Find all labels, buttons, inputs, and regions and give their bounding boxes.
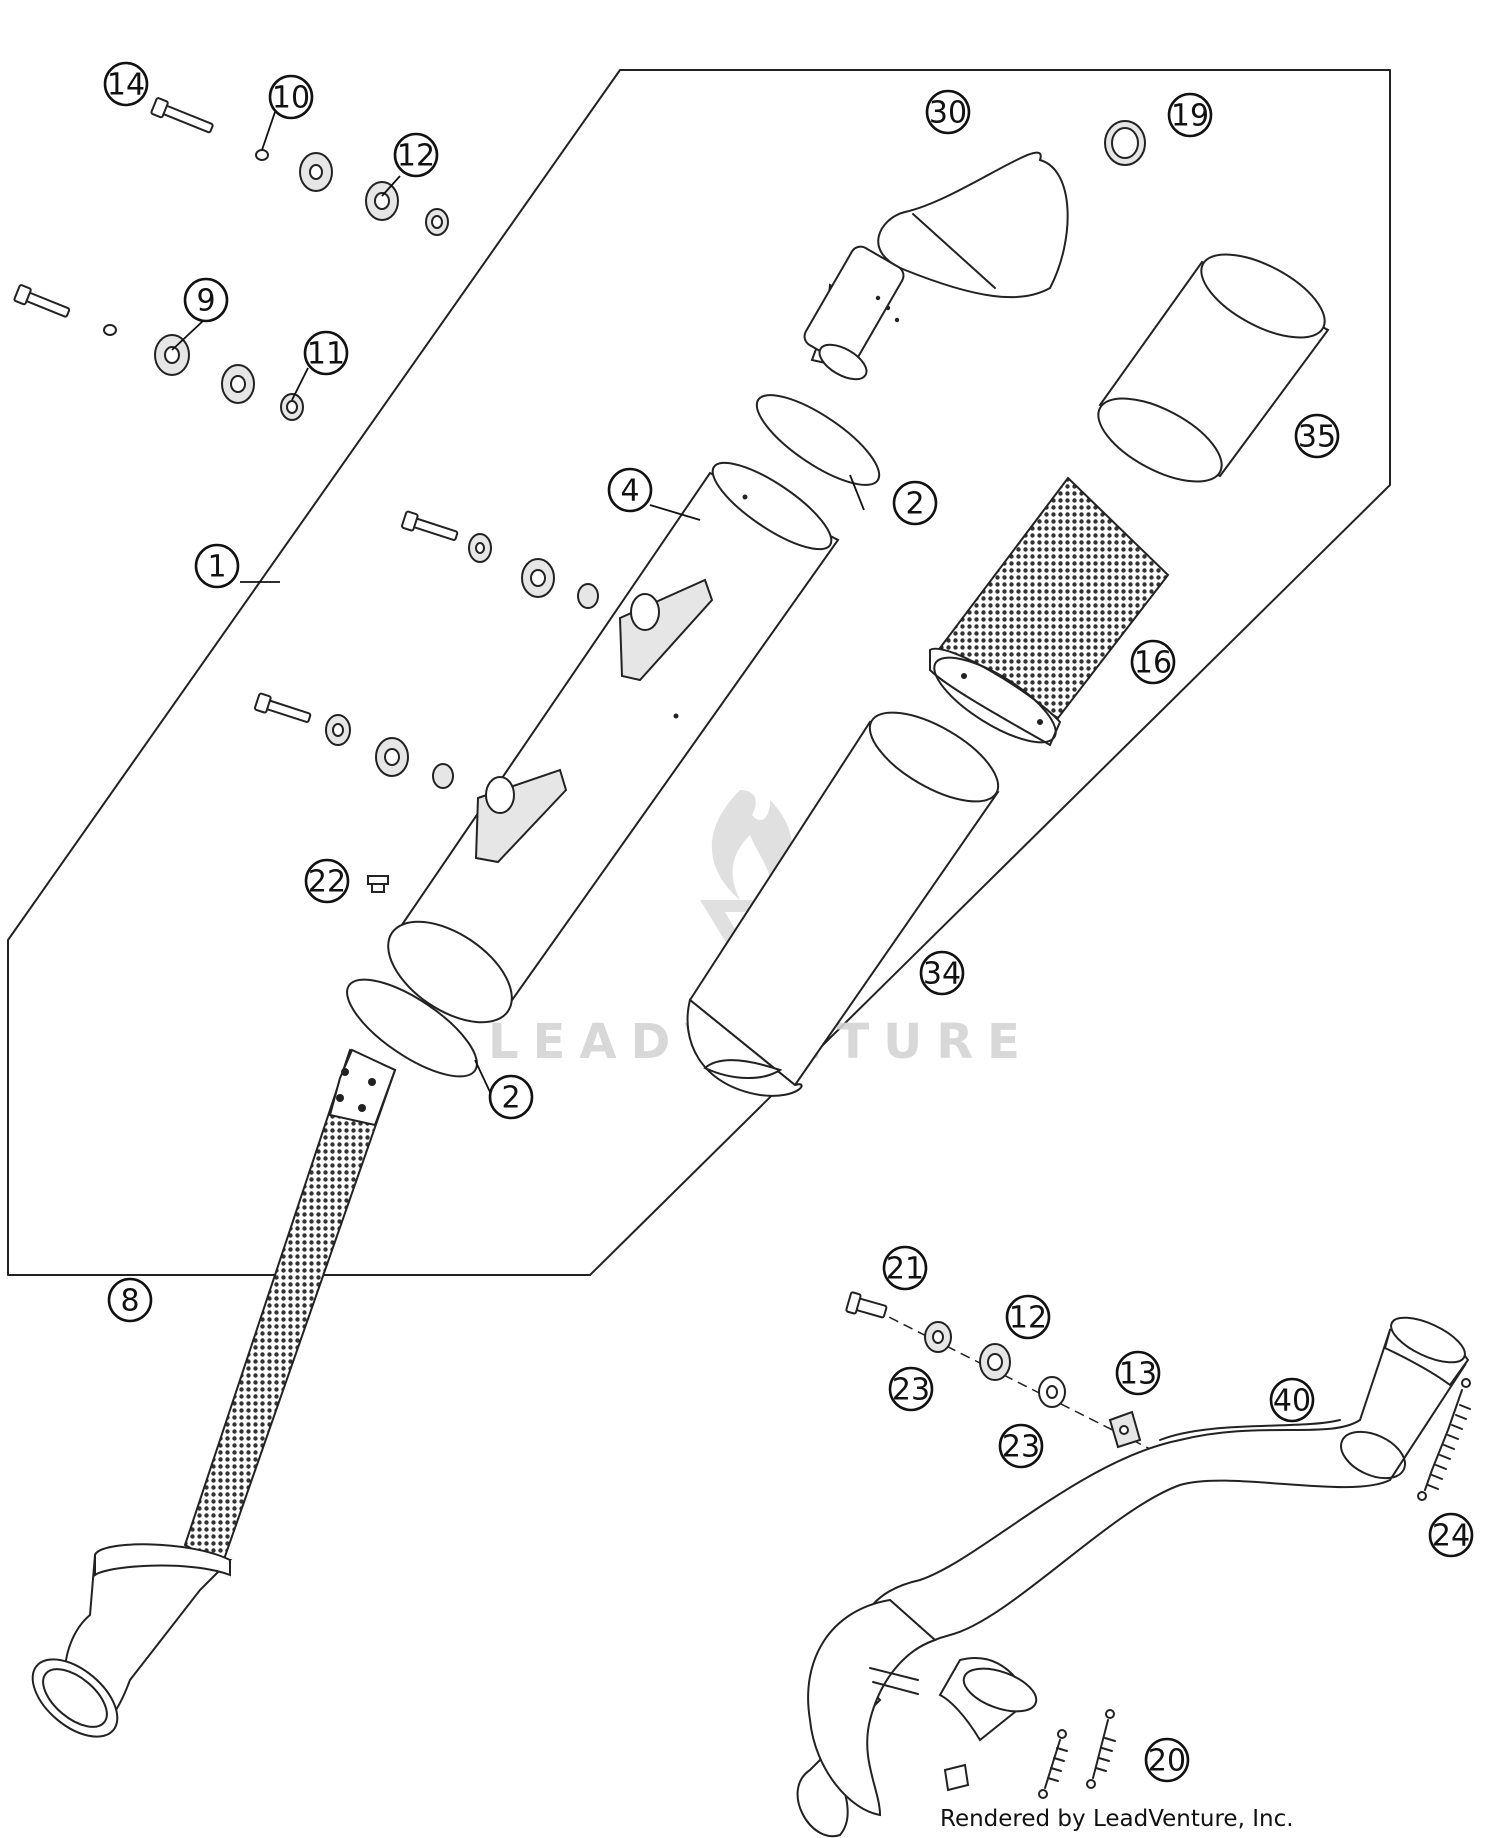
callout-11: 11 <box>303 330 349 376</box>
gasket-ring-upper <box>755 394 881 486</box>
callout-22: 22 <box>304 858 350 904</box>
spring-24 <box>1417 1378 1471 1501</box>
svg-text:21: 21 <box>886 1252 924 1287</box>
callout-23: 23 <box>998 1423 1044 1469</box>
callout-12: 12 <box>393 132 439 178</box>
callout-8: 8 <box>107 1277 153 1323</box>
gasket-ring-lower <box>346 978 478 1078</box>
perforated-insert <box>929 476 1170 747</box>
callout-12: 12 <box>1005 1294 1051 1340</box>
svg-text:9: 9 <box>196 284 215 319</box>
svg-text:12: 12 <box>1009 1301 1047 1336</box>
clamp-19 <box>1104 120 1146 166</box>
svg-text:19: 19 <box>1171 99 1209 134</box>
svg-text:12: 12 <box>397 139 435 174</box>
svg-text:16: 16 <box>1134 646 1172 681</box>
mount-hardware-lower <box>13 284 304 421</box>
callout-30: 30 <box>925 89 971 135</box>
callout-20: 20 <box>1144 1737 1190 1783</box>
callout-2: 2 <box>488 1074 534 1120</box>
callout-10: 10 <box>268 74 314 120</box>
svg-text:34: 34 <box>923 957 961 992</box>
svg-text:13: 13 <box>1119 1357 1157 1392</box>
silencer-assembly-outline <box>7 69 1391 1276</box>
svg-text:1: 1 <box>207 550 226 585</box>
inner-perforated-tube <box>31 1048 397 1738</box>
callout-leaders <box>171 111 865 1093</box>
svg-text:14: 14 <box>107 68 145 103</box>
end-cap <box>803 151 1069 381</box>
callout-23: 23 <box>888 1366 934 1412</box>
svg-text:8: 8 <box>120 1284 139 1319</box>
mount-hardware-upper <box>150 97 449 236</box>
callout-2: 2 <box>892 480 938 526</box>
callout-14: 14 <box>103 61 149 107</box>
callout-9: 9 <box>183 277 229 323</box>
silencer-outer-shell <box>686 711 1000 1097</box>
callout-13: 13 <box>1115 1350 1161 1396</box>
svg-text:2: 2 <box>905 487 924 522</box>
callout-34: 34 <box>919 950 965 996</box>
svg-text:10: 10 <box>272 81 310 116</box>
svg-text:20: 20 <box>1148 1744 1186 1779</box>
callout-16: 16 <box>1130 639 1176 685</box>
callout-24: 24 <box>1428 1512 1474 1558</box>
header-pipe <box>796 1316 1470 1838</box>
silencer-outer-tube <box>387 461 840 1024</box>
svg-text:24: 24 <box>1432 1519 1470 1554</box>
callout-40: 40 <box>1269 1377 1315 1423</box>
svg-text:23: 23 <box>1002 1430 1040 1465</box>
header-mount-hardware <box>845 1291 1163 1456</box>
svg-text:30: 30 <box>929 96 967 131</box>
svg-text:11: 11 <box>307 337 345 372</box>
silencer-body-hardware <box>253 510 599 893</box>
spring-20 <box>1038 1709 1116 1799</box>
callout-35: 35 <box>1294 413 1340 459</box>
svg-text:23: 23 <box>892 1373 930 1408</box>
outer-sleeve <box>1097 253 1330 483</box>
callout-4: 4 <box>607 467 653 513</box>
svg-text:35: 35 <box>1298 420 1336 455</box>
callout-1: 1 <box>194 543 240 589</box>
svg-text:40: 40 <box>1273 1384 1311 1419</box>
svg-text:4: 4 <box>620 474 639 509</box>
render-credit: Rendered by LeadVenture, Inc. <box>940 1806 1294 1832</box>
callout-21: 21 <box>882 1245 928 1291</box>
svg-text:22: 22 <box>308 865 346 900</box>
callout-19: 19 <box>1167 92 1213 138</box>
svg-text:2: 2 <box>501 1081 520 1116</box>
